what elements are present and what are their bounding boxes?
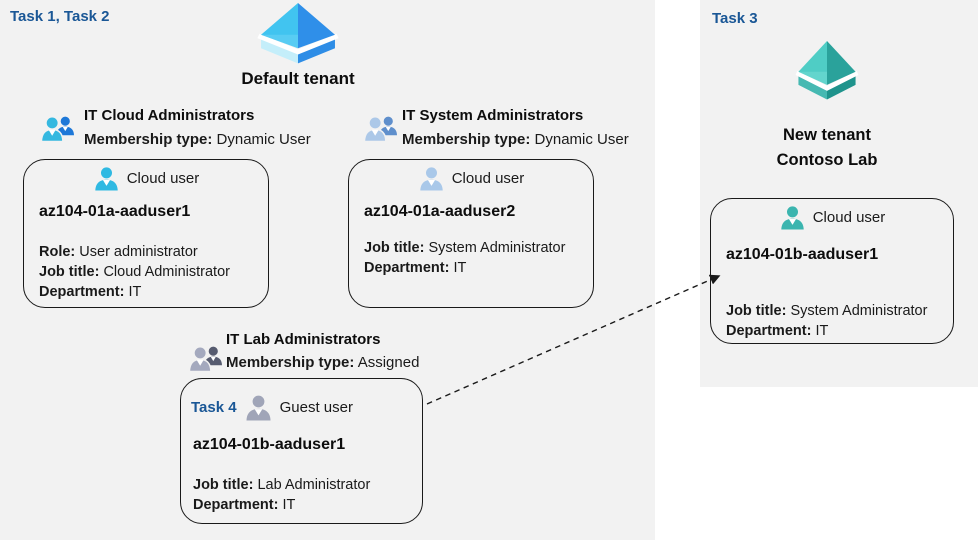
user-type-label: Cloud user bbox=[812, 209, 886, 226]
field-role: Role: User administrator bbox=[39, 244, 198, 260]
default-tenant-name: Default tenant bbox=[241, 69, 355, 88]
user-type-label: Guest user bbox=[279, 399, 353, 416]
card-header: Cloud user bbox=[349, 165, 593, 192]
group-title-cloud-admins: IT Cloud Administrators bbox=[84, 107, 255, 124]
card-header: Cloud user bbox=[711, 204, 953, 231]
field-job-title: Job title: System Administrator bbox=[364, 240, 566, 256]
field-department: Department: IT bbox=[39, 284, 142, 300]
task-1-2-label: Task 1, Task 2 bbox=[10, 8, 110, 25]
task-3-label: Task 3 bbox=[712, 10, 758, 27]
group-icon-cloud-admins bbox=[41, 115, 74, 143]
group-icon-system-admins bbox=[364, 115, 397, 143]
field-job-title: Job title: Lab Administrator bbox=[193, 477, 371, 493]
membership-value: Dynamic User bbox=[534, 131, 629, 148]
group-title-lab-admins: IT Lab Administrators bbox=[226, 331, 381, 348]
user-card-new-tenant: Cloud user az104-01b-aaduser1 Job title:… bbox=[710, 198, 954, 344]
field-department: Department: IT bbox=[726, 323, 829, 339]
card-header: Task 4 Guest user bbox=[191, 393, 353, 422]
group-title-system-admins: IT System Administrators bbox=[402, 107, 584, 124]
cloud-user-icon bbox=[420, 167, 443, 191]
field-department: Department: IT bbox=[364, 260, 467, 276]
user-type-label: Cloud user bbox=[126, 170, 200, 187]
field-department: Department: IT bbox=[193, 497, 296, 513]
user-fields: Job title: Lab Administrator Department:… bbox=[193, 475, 370, 515]
guest-user-icon bbox=[246, 395, 271, 421]
new-tenant-name-line1: New tenant bbox=[782, 126, 871, 144]
group-membership-cloud-admins: Membership type: Dynamic User bbox=[84, 131, 311, 148]
user-fields: Job title: System Administrator Departme… bbox=[726, 301, 927, 341]
user-fields: Role: User administrator Job title: Clou… bbox=[39, 242, 230, 302]
user-card-aaduser2: Cloud user az104-01a-aaduser2 Job title:… bbox=[348, 159, 594, 308]
field-job-title: Job title: System Administrator bbox=[726, 303, 928, 319]
username: az104-01b-aaduser1 bbox=[193, 436, 346, 453]
username: az104-01a-aaduser2 bbox=[364, 203, 516, 220]
field-job-title: Job title: Cloud Administrator bbox=[39, 264, 230, 280]
membership-label: Membership type: bbox=[226, 354, 355, 371]
username: az104-01a-aaduser1 bbox=[39, 203, 191, 220]
user-card-aaduser1: Cloud user az104-01a-aaduser1 Role: User… bbox=[23, 159, 269, 308]
membership-label: Membership type: bbox=[84, 131, 213, 148]
task-4-label: Task 4 bbox=[191, 399, 237, 416]
new-tenant-name-line2: Contoso Lab bbox=[776, 151, 878, 169]
cloud-user-icon bbox=[95, 167, 118, 191]
membership-value: Dynamic User bbox=[216, 131, 311, 148]
card-header: Cloud user bbox=[24, 165, 268, 192]
new-tenant-icon bbox=[795, 41, 859, 100]
group-icon-lab-admins bbox=[189, 345, 222, 373]
group-membership-lab-admins: Membership type: Assigned bbox=[226, 354, 419, 371]
user-fields: Job title: System Administrator Departme… bbox=[364, 238, 565, 278]
default-tenant-icon bbox=[257, 3, 339, 64]
membership-value: Assigned bbox=[357, 354, 420, 371]
membership-label: Membership type: bbox=[402, 131, 531, 148]
user-type-label: Cloud user bbox=[451, 170, 525, 187]
group-membership-system-admins: Membership type: Dynamic User bbox=[402, 131, 629, 148]
guest-user-card: Task 4 Guest user az104-01b-aaduser1 Job… bbox=[180, 378, 423, 524]
username: az104-01b-aaduser1 bbox=[726, 246, 879, 263]
cloud-user-icon bbox=[781, 206, 804, 230]
